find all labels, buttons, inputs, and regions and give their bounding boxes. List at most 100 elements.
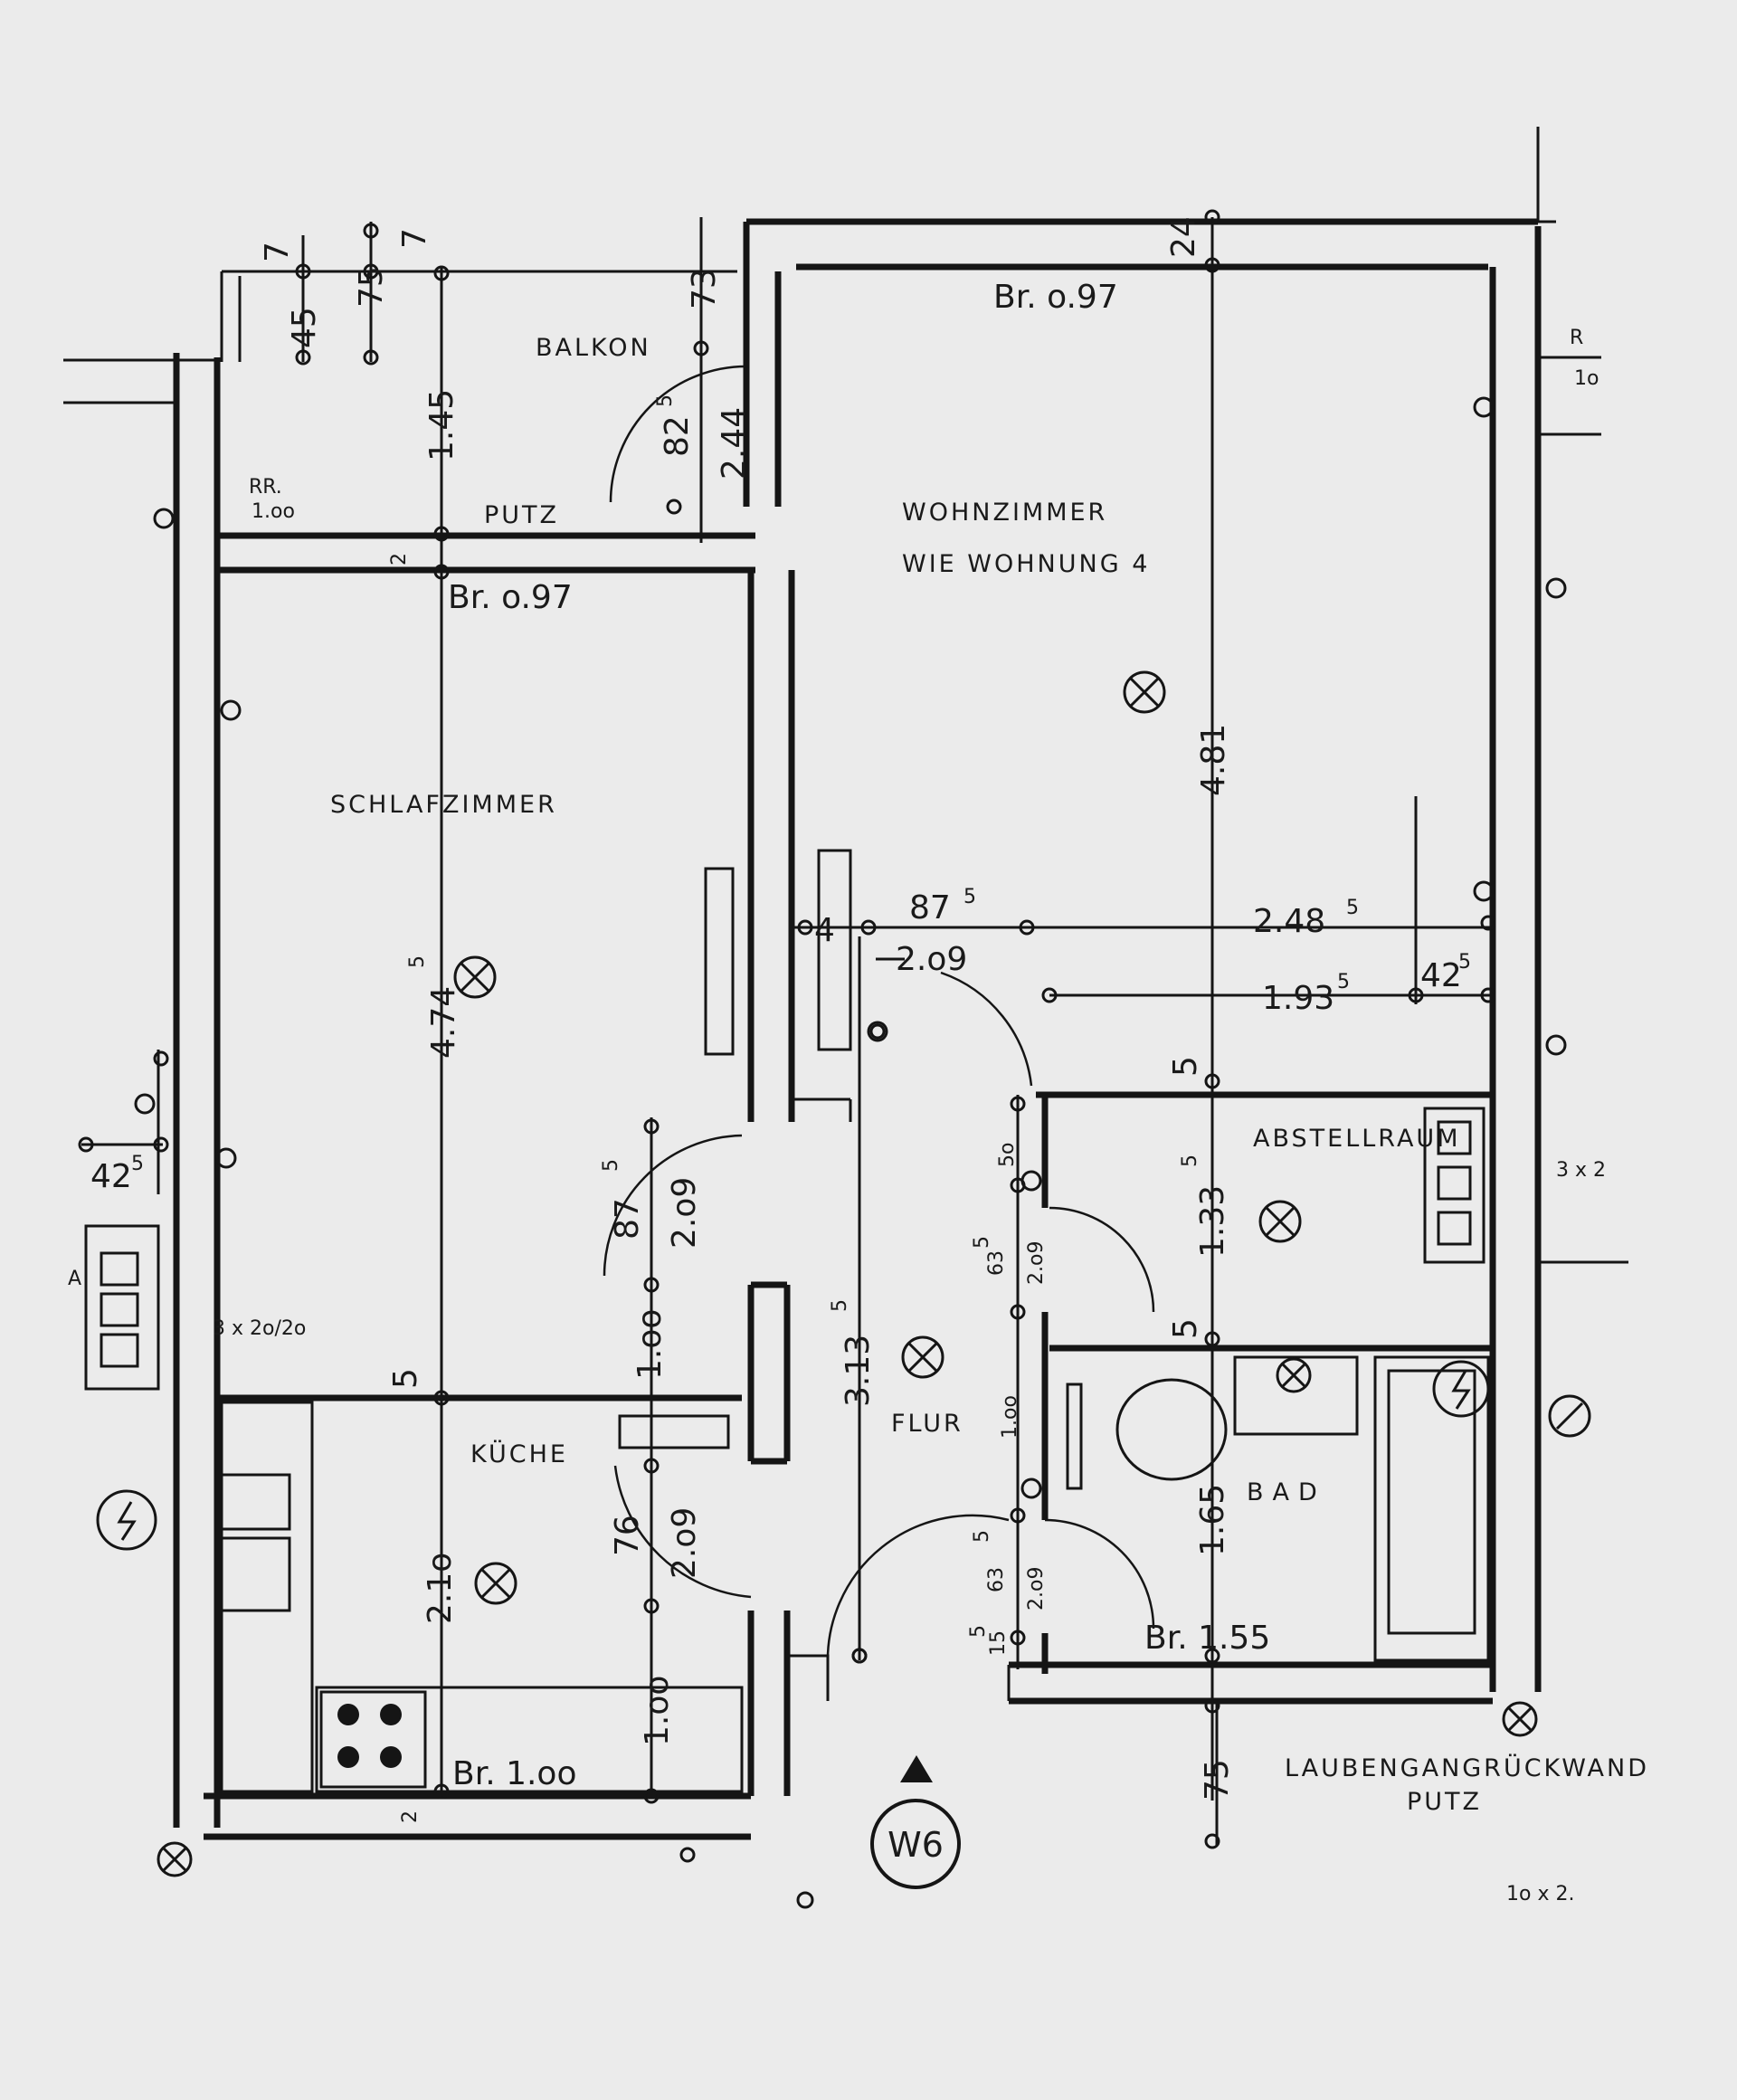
fuse-left-1 [100,1251,139,1287]
entrance-arrow-icon [900,1755,933,1782]
room-label-putz-top: PUTZ [484,501,559,529]
wall-flur-stub [792,1098,852,1122]
ceiling-light-icon [901,1335,944,1379]
dim-node [1480,915,1496,931]
dim-bad-209: 2.o9 [1025,1567,1048,1611]
socket-icon [1020,1478,1042,1499]
fuse-left-3 [100,1333,139,1368]
electric-meter-icon [1432,1360,1490,1418]
dim-schlaf-875: 87 [609,1198,646,1240]
dim-node [679,1847,696,1863]
dim-schlaf-100: 1.oo [631,1309,669,1380]
ceiling-light-icon [1276,1357,1312,1393]
dim-node [1204,1833,1220,1849]
dim-node [1480,987,1496,1003]
wall-top-right-stub [1536,127,1556,223]
bathtub-inner [1387,1369,1476,1635]
ceiling-light-icon [1258,1200,1302,1243]
dim-flur-42-sup: 5 [1458,951,1471,974]
dim-node [295,349,311,366]
dim-node [643,1458,660,1474]
dim-kueche-2: 2 [399,1810,422,1823]
dim-kueche-100: 1.oo [639,1676,676,1746]
door-swing-flur-wohn [940,971,1033,1087]
wall-neighbour-right [1538,356,1628,1264]
dim-flur-313-sup: 5 [829,1299,851,1312]
room-label-flur: FLUR [891,1410,963,1438]
dim-flur-193-sup: 5 [1337,971,1350,993]
stove-burner-1 [337,1704,359,1725]
window-label-kueche: Br. 1.oo [452,1755,576,1792]
wall-entrance-left [787,1654,830,1701]
cupboard-flur [817,849,852,1051]
wall-balcony-putz [217,532,755,574]
electrical-symbols [96,396,1591,1909]
socket-icon [134,1093,156,1115]
socket-icon [1473,396,1495,418]
walls [63,127,1628,1840]
dim-abst-635-sup: 5 [971,1236,993,1249]
ceiling-light-icon [157,1841,193,1877]
dim-flur-875-sup: 5 [963,886,976,908]
ceiling-light-icon [1502,1701,1538,1737]
dim-flur-313: 3.13 [840,1335,877,1407]
door-swing-schlaf [603,1134,743,1277]
dim-abst-133: 1.33 [1194,1185,1231,1258]
balcony-railing [220,270,737,362]
dim-schlaf-875-sup: 5 [600,1159,622,1172]
dim-node [666,499,682,515]
dim-door-244: 2.44 [716,407,753,480]
dim-left-42: 42 [90,1158,132,1195]
washbasin [1233,1355,1359,1436]
labels: BALKON PUTZ WOHNZIMMER WIE WOHNUNG 4 SCH… [68,216,1649,1905]
label-bottom-right: 1o x 2. [1506,1883,1574,1905]
dim-node [851,1648,868,1664]
dim-balkon-7b: 7 [396,228,433,249]
wall-left-exterior [173,353,221,1828]
dim-node [643,1598,660,1614]
unit-marker: W6 [870,1799,961,1889]
dim-flur-875: 87 [909,889,951,926]
room-label-laubengang: LAUBENGANGRÜCKWAND [1285,1753,1649,1782]
dim-node [78,1136,94,1153]
dim-wohn-24: 24 [1165,216,1202,258]
door-swing-abstell [1049,1206,1155,1313]
doors [603,365,1155,1666]
dim-bad-15-sup: 5 [967,1625,990,1638]
socket-icon [215,1147,237,1169]
fuse-panel-right [1423,1107,1485,1264]
ceiling-light-icon [453,955,497,999]
dimension-nodes [78,209,1496,1863]
wall-schlaf-wohn [747,570,795,1122]
fuse-right-2 [1437,1165,1472,1201]
label-panel-right: 3 x 2 [1556,1159,1606,1182]
kitchen-sink-1 [220,1473,291,1531]
fuse-right-1 [1437,1120,1472,1155]
ceiling-light-icon [1123,670,1166,714]
dim-bad-635: 63 [985,1567,1008,1592]
ceiling-light-icon [474,1562,517,1605]
kitchen-sink-2 [220,1536,291,1612]
wall-kueche-right-stub [747,1281,791,1465]
socket-icon [867,1021,888,1042]
dim-bad-635-sup: 5 [971,1530,993,1543]
electric-meter-icon [96,1489,157,1551]
wall-wohn-top [746,218,1538,271]
wall-kueche-bottom [204,1792,751,1840]
fuse-panel-left [84,1224,160,1391]
dim-balkon-73: 73 [686,268,723,309]
dim-node [153,1136,169,1153]
kitchen-counter-bottom [315,1686,744,1793]
socket-icon [220,699,242,721]
dim-node [1204,1648,1220,1664]
stove-burner-3 [337,1746,359,1768]
dim-balkon-7a: 7 [259,242,296,262]
dim-flur-42: 42 [1420,957,1462,994]
dim-bad-165: 1.65 [1194,1484,1231,1556]
socket-icon [1473,880,1495,902]
room-label-balkon: BALKON [536,334,651,362]
kitchen-counter-left [220,1401,314,1793]
dim-node [693,340,709,356]
door-swing-balkon [609,365,747,503]
label-panel-left-a: A [68,1268,81,1290]
